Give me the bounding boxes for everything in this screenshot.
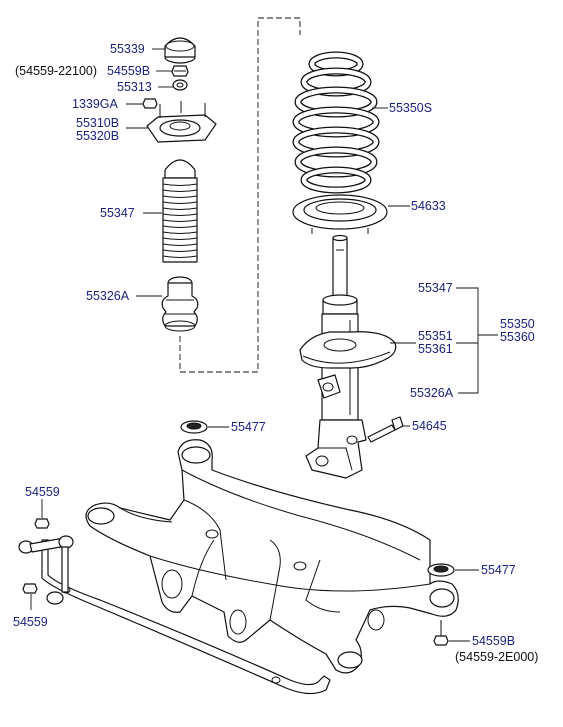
spring-seat-54633	[292, 194, 388, 234]
label-54559b-bottom-note: (54559-2E000)	[455, 650, 538, 664]
boot-rib	[162, 243, 198, 246]
spring-coil-turn	[293, 127, 379, 157]
bump-stopper-55326a-left	[161, 276, 199, 332]
boot-rib	[162, 237, 198, 240]
washer-55313	[172, 79, 188, 91]
nut-54559b-top	[171, 65, 189, 77]
label-54559-bottom: 54559	[13, 615, 48, 629]
boot-rib	[162, 249, 198, 252]
boot-rib	[162, 195, 198, 198]
label-54559b-bottom: 54559B	[472, 634, 515, 648]
label-54559-top: 54559	[25, 485, 60, 499]
dust-cap-55339	[164, 37, 196, 64]
spring-coil-turn	[301, 167, 371, 193]
strut-mount-55310b	[146, 101, 217, 143]
boot-rib	[162, 201, 198, 204]
label-55477-top: 55477	[231, 420, 266, 434]
boot-rib	[162, 189, 198, 192]
spring-coil-turn	[293, 107, 379, 137]
label-1339ga: 1339GA	[72, 97, 119, 111]
label-55339: 55339	[110, 42, 145, 56]
group-bracket	[456, 287, 498, 394]
rear-crossmember	[85, 439, 459, 674]
label-55310b: 55310B	[76, 116, 119, 130]
label-55351: 55351	[418, 329, 453, 343]
label-55360: 55360	[500, 330, 535, 344]
strut-assembly-55350	[299, 234, 397, 479]
dust-boot-55347	[162, 159, 198, 263]
boot-rib	[162, 225, 198, 228]
label-55326a-left: 55326A	[86, 289, 130, 303]
boot-rib	[162, 219, 198, 222]
nut-54559-bottom	[22, 583, 38, 594]
bolt-54645	[367, 416, 404, 443]
insulator-55477-top	[180, 420, 208, 434]
label-54559b-note-top: (54559-22100)	[15, 64, 97, 78]
spring-coil-turn	[295, 87, 377, 117]
spring-coil-turn	[295, 147, 377, 177]
nut-54559-top	[34, 518, 50, 529]
insulator-55477-right	[427, 563, 455, 577]
label-55361: 55361	[418, 342, 453, 356]
label-54633: 54633	[411, 199, 446, 213]
boot-rib	[162, 213, 198, 216]
boot-rib	[162, 207, 198, 210]
label-55313: 55313	[117, 80, 152, 94]
label-55347-right: 55347	[418, 281, 453, 295]
label-55350: 55350	[500, 317, 535, 331]
stabilizer-link	[18, 535, 74, 605]
label-55350s: 55350S	[389, 101, 432, 115]
label-55477-right: 55477	[481, 563, 516, 577]
label-55326a-right: 55326A	[410, 386, 454, 400]
label-55320b: 55320B	[76, 129, 119, 143]
label-54645: 54645	[412, 419, 447, 433]
label-54559b-top: 54559B	[107, 64, 150, 78]
nut-1339ga	[142, 98, 158, 109]
assembly-outline	[179, 17, 301, 373]
boot-rib	[162, 255, 198, 258]
boot-rib	[162, 231, 198, 234]
coil-spring-55350s	[292, 51, 380, 194]
label-55347-left: 55347	[100, 206, 135, 220]
nut-54559b-bottom	[433, 620, 449, 646]
boot-rib	[162, 183, 198, 186]
